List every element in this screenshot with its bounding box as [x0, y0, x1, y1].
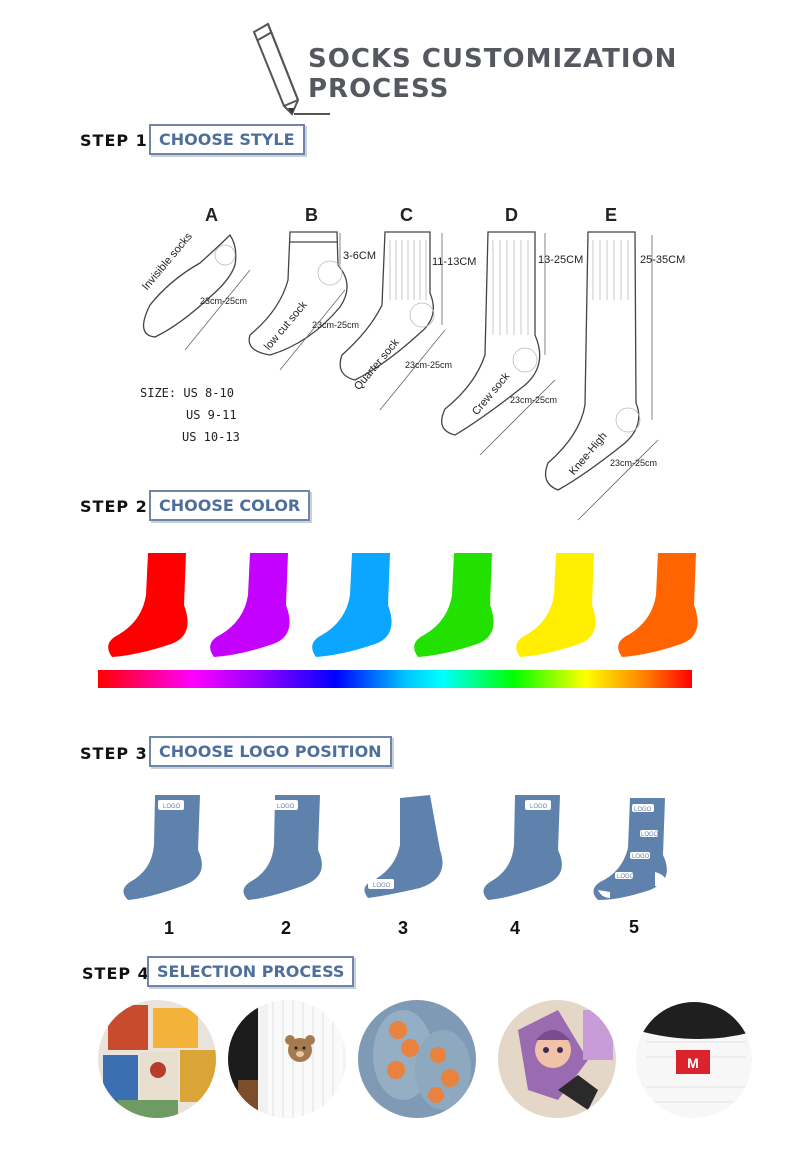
style-foot-b: 23cm-25cm — [312, 320, 360, 330]
logo-label-2: LOGO — [277, 804, 295, 810]
step4-title: SELECTION PROCESS — [147, 956, 355, 987]
logo-sock-3 — [364, 795, 443, 898]
style-letter-e: E — [605, 205, 618, 225]
logo-sock-2 — [243, 795, 322, 900]
woven-label-letter: M — [687, 1055, 699, 1071]
logo-label-3: LOGO — [373, 883, 391, 889]
color-sock-5[interactable] — [516, 553, 596, 657]
page-title-line1: SOCKS CUSTOMIZATION — [308, 44, 678, 74]
color-swatches — [108, 553, 698, 657]
photo-woven-label: M — [636, 1002, 752, 1118]
sock-e-outline — [544, 231, 640, 491]
style-letter-a: A — [205, 205, 218, 225]
page-title: SOCKS CUSTOMIZATION PROCESS — [308, 44, 728, 104]
color-sock-1[interactable] — [108, 553, 188, 657]
logo-sock-1 — [123, 795, 202, 900]
step3-label: STEP 3 — [80, 744, 148, 763]
logo-sock-4 — [483, 795, 562, 900]
style-height-b: 3-6CM — [343, 250, 377, 262]
step3-title: CHOOSE LOGO POSITION — [149, 736, 392, 767]
photo-bear-embroidery — [228, 1000, 346, 1118]
logo-sock-5 — [593, 798, 667, 900]
style-letter-d: D — [505, 205, 518, 225]
style-foot-e: 23cm-25cm — [610, 458, 658, 468]
logo-position-socks: LOGO LOGO LOGO LOGO LOGO LOGO LOGO LOGO — [123, 795, 667, 900]
size-label: SIZE: — [140, 386, 177, 400]
logo-label-6: LOGO — [641, 832, 659, 838]
style-foot-a: 23cm-25cm — [200, 296, 248, 306]
logo-label-4: LOGO — [530, 804, 548, 810]
color-sock-3[interactable] — [312, 553, 392, 657]
logo-position-2: 2 — [281, 918, 292, 938]
color-spectrum-bar — [98, 670, 692, 688]
style-foot-c: 23cm-25cm — [405, 360, 453, 370]
sock-styles-diagram — [143, 231, 659, 521]
style-height-d: 13-25CM — [538, 254, 584, 266]
size-list: SIZE: US 8-10 US 9-11 US 10-13 — [140, 382, 240, 448]
page-title-line2: PROCESS — [308, 74, 450, 104]
step2-label: STEP 2 — [80, 497, 148, 516]
logo-label-8: LOGO — [617, 874, 635, 880]
sock-d-outline — [441, 231, 541, 436]
style-letter-b: B — [305, 205, 318, 225]
photo-cartoon-socks — [498, 1000, 616, 1118]
size-value-2: US 9-11 — [186, 408, 237, 422]
logo-position-4: 4 — [510, 918, 521, 938]
photo-antislip-grips — [358, 1000, 476, 1118]
logo-label-5: LOGO — [634, 807, 652, 813]
logo-label-7: LOGO — [632, 854, 650, 860]
color-sock-2[interactable] — [210, 553, 290, 657]
step4-label: STEP 4 — [82, 964, 150, 983]
step1-title: CHOOSE STYLE — [149, 124, 305, 155]
style-height-c: 11-13CM — [432, 256, 477, 268]
style-height-e: 25-35CM — [640, 254, 686, 266]
logo-position-1: 1 — [164, 918, 175, 938]
color-sock-6[interactable] — [618, 553, 698, 657]
photo-colorful-socks — [98, 1000, 216, 1118]
style-letter-c: C — [400, 205, 413, 225]
pencil-icon — [252, 22, 330, 116]
size-value-1: US 8-10 — [183, 386, 234, 400]
step1-label: STEP 1 — [80, 131, 148, 150]
logo-position-5: 5 — [629, 917, 640, 937]
sock-b-outline — [248, 231, 348, 356]
color-sock-4[interactable] — [414, 553, 494, 657]
logo-position-3: 3 — [398, 918, 409, 938]
step2-title: CHOOSE COLOR — [149, 490, 311, 521]
style-foot-d: 23cm-25cm — [510, 395, 558, 405]
sock-c-outline — [339, 231, 434, 381]
size-value-3: US 10-13 — [182, 430, 240, 444]
sock-a-outline — [143, 233, 237, 338]
logo-label-1: LOGO — [163, 804, 181, 810]
